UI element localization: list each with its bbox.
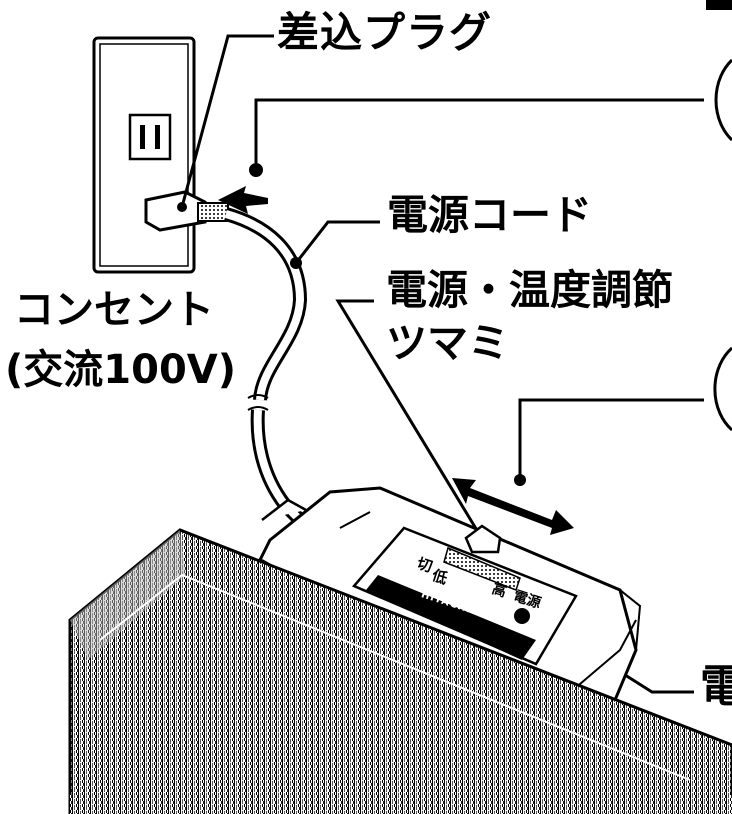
- outlet-label-line2: (交流100V): [5, 347, 237, 393]
- callout-circle-mid: [713, 346, 732, 432]
- textured-block: [68, 528, 732, 814]
- controller-body: [258, 486, 642, 720]
- outlet-label-line1: コンセント: [14, 287, 214, 333]
- knob-label-line2: ツマミ: [386, 319, 509, 367]
- plug: [144, 190, 229, 232]
- power-lamp-label: 電: [700, 661, 732, 712]
- power-cord-label: 電源コード: [387, 191, 592, 239]
- power-cord: [224, 207, 308, 525]
- callout-circle-top: [714, 58, 732, 142]
- plug-label: 差込プラグ: [277, 8, 493, 57]
- insert-arrow: [218, 186, 268, 214]
- knob-label-line1: 電源・温度調節: [386, 266, 673, 314]
- slide-arrow: [452, 478, 574, 535]
- corner-tab: [706, 0, 732, 10]
- wall-outlet: [92, 36, 196, 274]
